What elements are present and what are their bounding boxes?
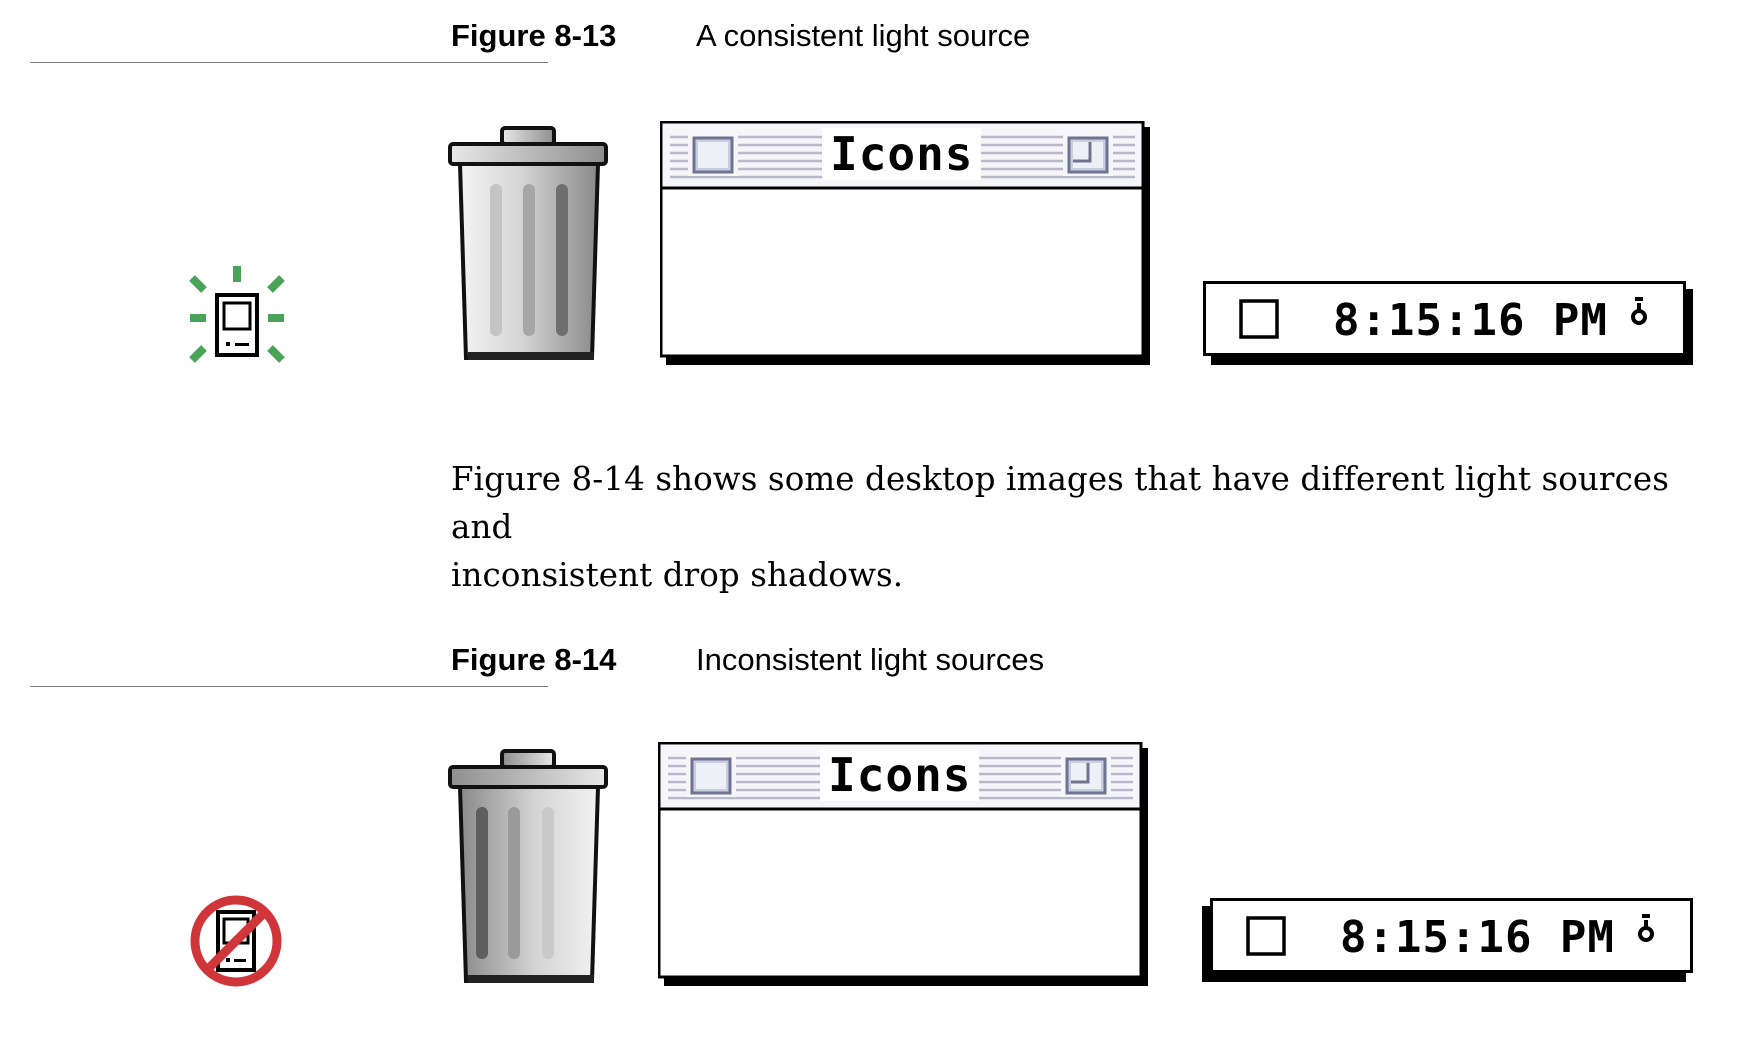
clock-strip: 8:15:16 PM xyxy=(1203,281,1693,370)
clock-time: 8:15:16 PM xyxy=(1333,295,1608,346)
body-line-1: Figure 8-14 shows some desktop images th… xyxy=(451,460,1669,546)
icons-window-title: Icons xyxy=(822,128,982,180)
figure-14-rule xyxy=(30,686,548,687)
trash-can-icon xyxy=(446,126,612,371)
trash-can-icon-inconsistent xyxy=(446,749,612,994)
clock-strip-inconsistent: 8:15:16 PM xyxy=(1202,898,1694,987)
good-practice-icon xyxy=(180,262,294,372)
figure-14-number: Figure 8-14 xyxy=(451,642,617,677)
clock-time: 8:15:16 PM xyxy=(1340,912,1615,963)
body-line-2: inconsistent drop shadows. xyxy=(451,556,904,594)
figure-14-title: Inconsistent light sources xyxy=(696,642,1045,677)
body-paragraph: Figure 8-14 shows some desktop images th… xyxy=(451,455,1731,599)
icons-window-title: Icons xyxy=(820,749,980,801)
figure-13-number: Figure 8-13 xyxy=(451,18,617,53)
figure-13-title: A consistent light source xyxy=(696,18,1031,53)
icons-window: Icons xyxy=(660,121,1152,367)
bad-practice-icon xyxy=(188,894,284,995)
figure-13-rule xyxy=(30,62,548,63)
icons-window-inconsistent: Icons xyxy=(658,742,1150,988)
